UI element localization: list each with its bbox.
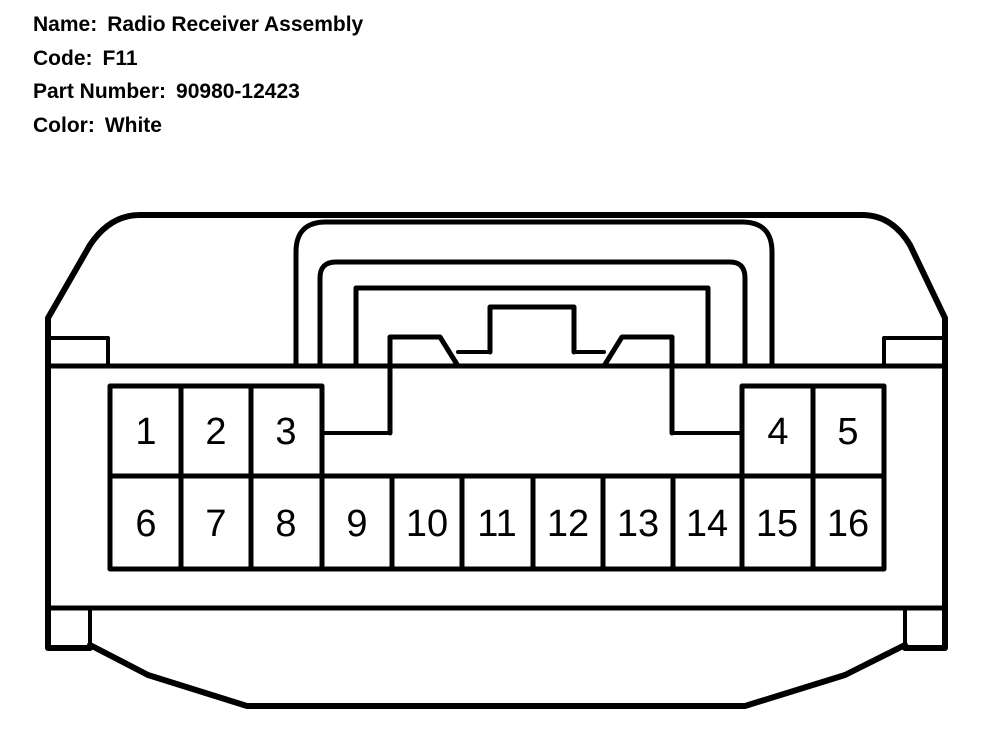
connector-info: Name: Radio Receiver Assembly Code: F11 Pa… — [33, 8, 363, 142]
pin-label: 11 — [477, 503, 516, 545]
connector-color: White — [104, 113, 162, 137]
pin-cavities-top-right — [739, 383, 887, 479]
latch-window — [353, 285, 711, 369]
name-row: Name: Radio Receiver Assembly — [33, 8, 363, 42]
pin-label: 14 — [686, 503, 728, 545]
pin-label: 5 — [837, 411, 858, 453]
part-number-row: Part Number: 90980-12423 — [33, 75, 363, 109]
connector-name: Radio Receiver Assembly — [107, 13, 364, 36]
pin-label: 10 — [406, 503, 448, 545]
lock-tab-outer — [293, 219, 775, 369]
lock-tab-inner — [317, 259, 748, 369]
part-number: 90980-12423 — [176, 80, 300, 103]
pin-label: 9 — [346, 503, 367, 545]
color-label: Color: — [33, 113, 95, 137]
pin-cavities-bottom — [107, 473, 887, 572]
pin-label: 1 — [135, 411, 156, 453]
color-row: Color: White — [33, 109, 363, 143]
housing-outline — [45, 212, 948, 709]
latch-post — [487, 304, 577, 355]
latch-right-hook — [601, 334, 675, 436]
pin-label: 12 — [547, 503, 589, 545]
code-row: Code: F11 — [33, 42, 363, 76]
code-label: Code: — [33, 46, 93, 70]
pin-label: 2 — [205, 411, 226, 453]
pin-label: 13 — [617, 503, 659, 545]
pin-label: 8 — [275, 503, 296, 545]
pin-label: 15 — [756, 503, 798, 545]
pin-label: 3 — [275, 411, 296, 453]
pin-label: 4 — [767, 411, 788, 453]
name-label: Name: — [33, 13, 98, 36]
part-number-label: Part Number: — [33, 80, 167, 103]
right-notch — [882, 336, 947, 368]
pin-label: 16 — [827, 503, 869, 545]
pin-label: 7 — [205, 503, 226, 545]
connector-code: F11 — [102, 46, 138, 70]
latch-left-hook — [387, 334, 461, 436]
pin-label: 6 — [135, 503, 156, 545]
left-notch — [46, 336, 110, 368]
